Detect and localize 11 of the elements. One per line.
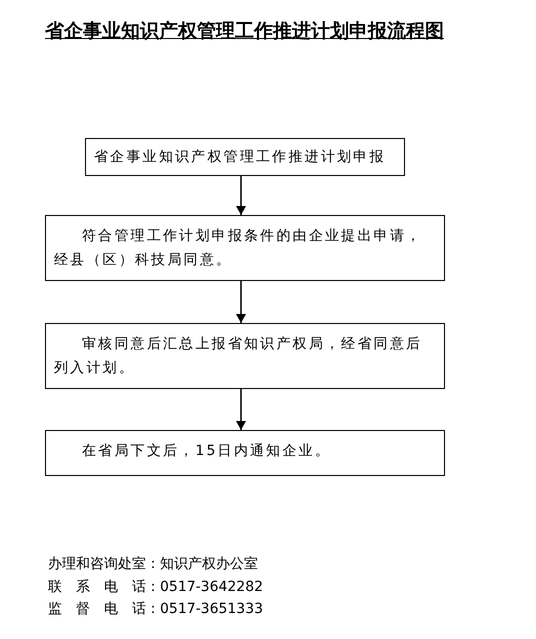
contact-text: 联 系 电 话：0517-3642282 — [48, 578, 264, 596]
arrow — [236, 176, 246, 215]
process-box: 省企事业知识产权管理工作推进计划申报 — [85, 138, 405, 176]
arrow — [236, 281, 246, 323]
contact-text: 办理和咨询处室：知识产权办公室 — [48, 555, 258, 573]
contact-text: 监 督 电 话：0517-3651333 — [48, 600, 264, 618]
process-box: 在省局下文后，15日内通知企业。 — [45, 430, 445, 476]
arrow — [236, 389, 246, 430]
title: 省企事业知识产权管理工作推进计划申报流程图 — [45, 19, 445, 44]
process-box: 审核同意后汇总上报省知识产权局，经省同意后列入计划。 — [45, 323, 445, 389]
process-box: 符合管理工作计划申报条件的由企业提出申请，经县（区）科技局同意。 — [45, 215, 445, 281]
